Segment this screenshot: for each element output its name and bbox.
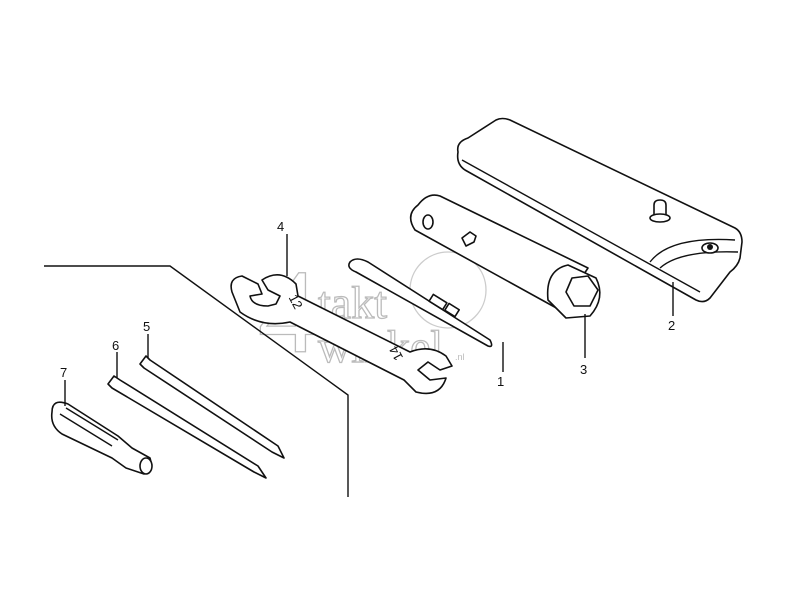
wrench-size-12: 12 — [286, 292, 306, 312]
spark-plug-socket-wrench — [409, 194, 601, 319]
open-end-wrench: 12 14 — [230, 274, 453, 395]
tool-pouch — [456, 117, 743, 303]
screwdriver-bit-flat — [107, 375, 267, 479]
callout-7: 7 — [60, 365, 67, 380]
screwdriver-handle — [50, 401, 153, 475]
group-bracket-line — [44, 265, 349, 497]
callout-1: 1 — [497, 374, 504, 389]
leader-lines — [64, 234, 674, 406]
wrench-size-14: 14 — [386, 343, 406, 363]
watermark-suffix: .nl — [455, 352, 465, 362]
screwdriver-grip-bar — [348, 258, 493, 348]
screwdriver-bit-phillips — [139, 355, 285, 459]
callout-6: 6 — [112, 338, 119, 353]
callout-4: 4 — [277, 219, 284, 234]
callout-2: 2 — [668, 318, 675, 333]
callout-3: 3 — [580, 362, 587, 377]
callout-5: 5 — [143, 319, 150, 334]
